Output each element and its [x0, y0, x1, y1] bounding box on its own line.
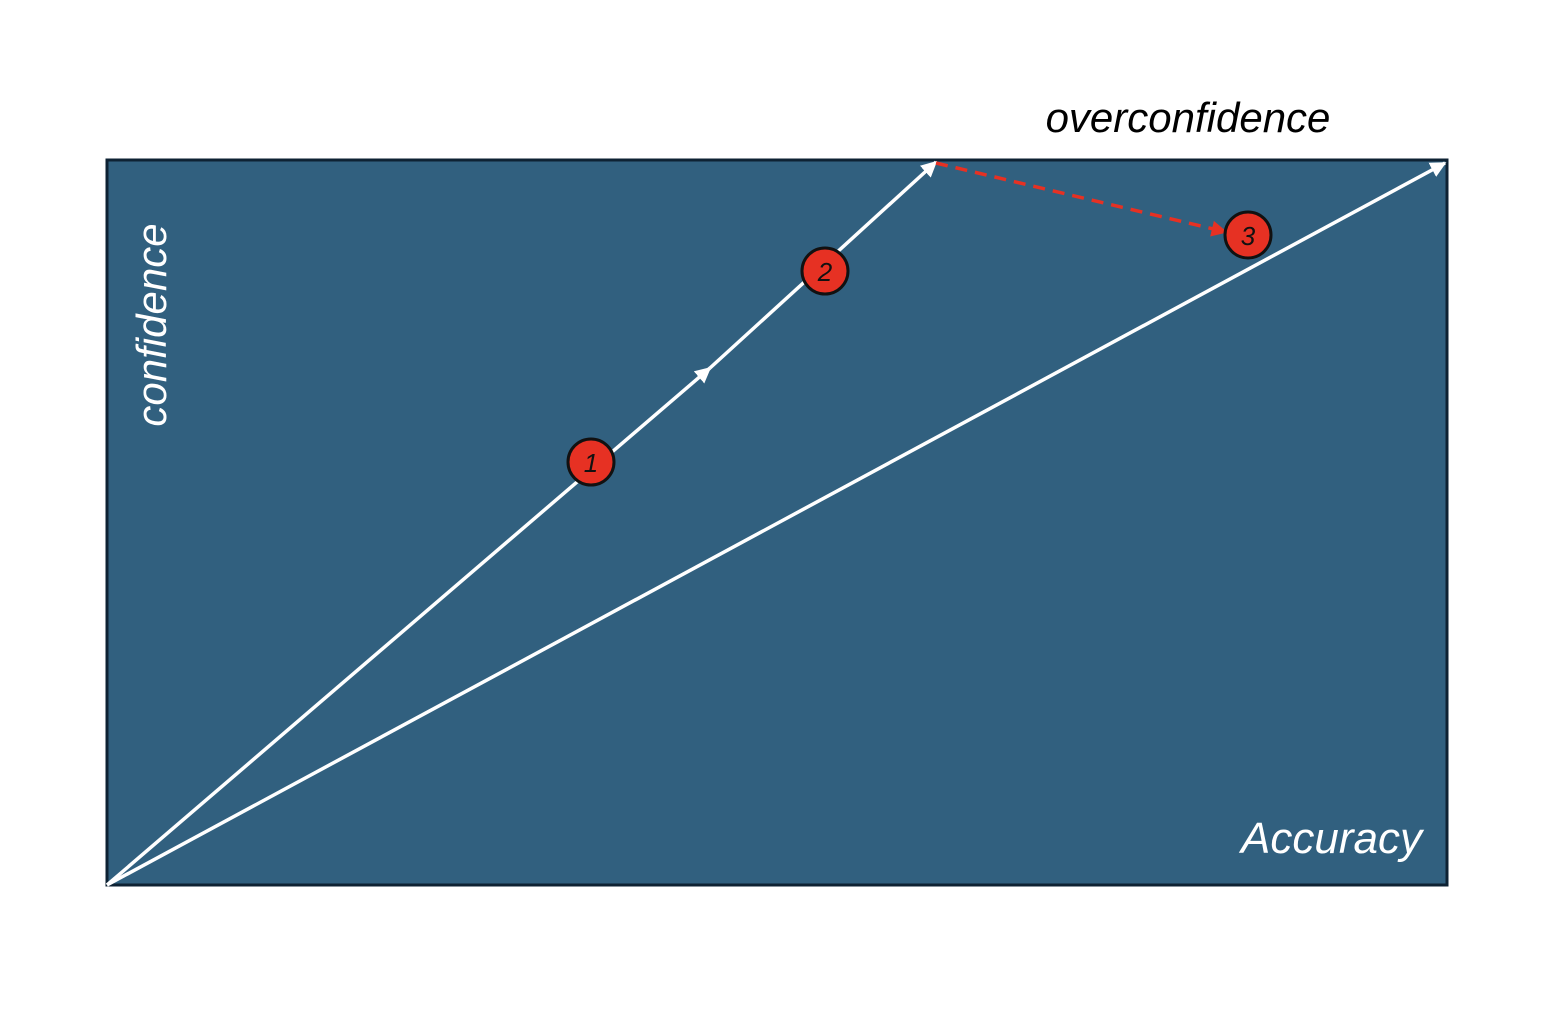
- marker-3-label: 3: [1241, 221, 1256, 251]
- marker-2: 2: [800, 246, 850, 296]
- marker-3: 3: [1223, 210, 1273, 260]
- calibration-line: [106, 161, 1447, 887]
- marker-1-label: 1: [584, 448, 598, 478]
- marker-2-label: 2: [817, 257, 833, 287]
- marker-1: 1: [566, 437, 616, 487]
- accuracy-axis-label: Accuracy: [1238, 814, 1425, 863]
- overconfidence-label: overconfidence: [1046, 94, 1331, 141]
- overconfidence-correction-arrow: [935, 161, 1228, 237]
- confidence-axis-label: confidence: [128, 223, 175, 426]
